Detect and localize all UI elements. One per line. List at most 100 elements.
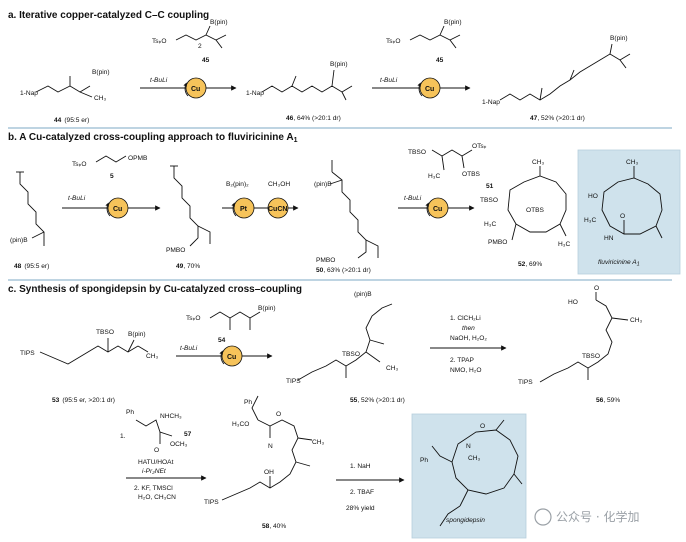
np-spong-o: O	[480, 423, 485, 430]
p-55-tbso: TBSO	[342, 351, 360, 358]
p-56-label: 56	[596, 397, 604, 404]
sm-44-label: 44	[54, 117, 62, 124]
p-52-yield: , 69%	[525, 261, 542, 268]
svg-text:52, 69%: 52, 69%	[518, 261, 542, 268]
section-b-title-text: b. A Cu-catalyzed cross-coupling approac…	[8, 132, 294, 143]
np-spong-ch3: CH₃	[468, 455, 481, 462]
reagent-45-label: 45	[202, 57, 210, 64]
section-b-title-sub: 1	[294, 137, 298, 144]
svg-text:53(95:5 er, >20:1 dr): 53(95:5 er, >20:1 dr)	[52, 397, 115, 404]
arrow-b1: t-BuLi Cu	[62, 195, 161, 219]
compound-52: CH₃ TBSO OTBS H₃C H₃C PMBO 52, 69%	[480, 159, 570, 268]
reagent-54: TsₚO B(pin) 54	[186, 305, 276, 344]
watermark-text: 公众号 · 化学加	[556, 509, 639, 524]
reagent-5: TsₚO OPMB 5	[72, 155, 148, 180]
svg-text:44(95:5 er): 44(95:5 er)	[54, 117, 89, 124]
cp-och3: OCH₃	[170, 441, 188, 448]
reagent-54-tsfo: TsₚO	[186, 315, 201, 322]
np-spong-ph: Ph	[420, 457, 428, 464]
p-52-ch3: CH₃	[532, 159, 545, 166]
reagent-45-second: TsₚO B(pin) 45	[386, 19, 462, 64]
p-46-nap: 1-Nap	[246, 90, 264, 97]
compound-46: 1-Nap B(pin) 46, 64% (>20:1 dr)	[246, 61, 353, 122]
arrow-c1-base: t-BuLi	[180, 345, 198, 352]
arrow-c2-step2: 2. TPAP	[450, 357, 475, 364]
reagent-5-label: 5	[110, 173, 114, 180]
arrow-c2-step1: 1. ClCH₂Li	[450, 315, 481, 322]
np-fluv-hn: HN	[604, 235, 614, 242]
section-a: a. Iterative copper-catalyzed C–C coupli…	[8, 10, 672, 129]
cu-catalyst-a2	[419, 77, 441, 99]
sm-53-ch3: CH₃	[146, 353, 159, 360]
pt-label: Pt	[240, 206, 248, 213]
p-58-tips: TIPS	[204, 499, 219, 506]
p-52-h3c: H₃C	[484, 221, 496, 228]
compound-50: (pin)B PMBO 50, 63% (>20:1 dr)	[314, 160, 379, 274]
cp-label: 57	[184, 431, 192, 438]
p-58-ch3: CH₃	[312, 439, 325, 446]
cp-o: O	[154, 447, 159, 454]
cu-catalyst-b3	[427, 197, 449, 219]
section-b-title: b. A Cu-catalyzed cross-coupling approac…	[8, 132, 298, 144]
cu-label-a1: Cu	[191, 86, 200, 93]
compound-56: HO O TBSO TIPS CH₃ 56, 59%	[518, 285, 643, 404]
p-55-bpin: (pin)B	[354, 291, 372, 298]
svg-text:49, 70%: 49, 70%	[176, 263, 200, 270]
arrow-b1-base: t-BuLi	[68, 195, 86, 202]
cp-step1: 1.	[120, 433, 126, 440]
reagent-51-h3c: H₃C	[428, 173, 440, 180]
sm-48-label: 48	[14, 263, 22, 270]
np-spong-n: N	[466, 443, 471, 450]
reagent-51-label: 51	[486, 183, 494, 190]
sm-48-er: (95:5 er)	[24, 263, 49, 270]
spongidepsin-box: O N CH₃ Ph spongidepsin	[411, 413, 527, 539]
cu-catalyst-b1	[107, 197, 129, 219]
p-52-h3c2: H₃C	[558, 241, 570, 248]
compound-48: (pin)B 48(95:5 er)	[10, 171, 49, 270]
p-56-tips: TIPS	[518, 379, 533, 386]
p-50-bpin: (pin)B	[314, 181, 332, 188]
p-58-label: 58	[262, 523, 270, 530]
reagent-54-bpin: B(pin)	[258, 305, 276, 312]
reagent-45b-tsfo: TsₚO	[386, 38, 401, 45]
arrow-c3-step1: 1. NaH	[350, 463, 371, 470]
p-47-label: 47	[530, 115, 538, 122]
sm-44-ch3: CH₃	[94, 95, 107, 102]
svg-text:46, 64% (>20:1 dr): 46, 64% (>20:1 dr)	[286, 115, 341, 122]
sm-53-bpin: B(pin)	[128, 331, 146, 338]
p-55-ch3: CH₃	[386, 365, 399, 372]
reagent-5-tsfo: TsₚO	[72, 161, 87, 168]
np-fluv-h3c: H₃C	[584, 217, 596, 224]
p-50-label: 50	[316, 267, 324, 274]
p-49-pmbo: PMBO	[166, 247, 185, 254]
arrow-b3: t-BuLi Cu	[398, 195, 475, 219]
cu-label-b1: Cu	[113, 206, 122, 213]
reagent-45b-label: 45	[436, 57, 444, 64]
np-fluv-o: O	[620, 213, 625, 220]
section-c-title: c. Synthesis of spongidepsin by Cu-catal…	[8, 284, 302, 295]
p-47-nap: 1-Nap	[482, 99, 500, 106]
arrow-c3-yield: 28% yield	[346, 505, 375, 512]
cu-label-b3: Cu	[433, 206, 442, 213]
reagent-45-sub: 2	[198, 43, 202, 50]
p-47-bpin: B(pin)	[610, 35, 628, 42]
cp-ph: Ph	[126, 409, 134, 416]
arrow-a1: t-BuLi Cu	[140, 77, 237, 99]
p-46-label: 46	[286, 115, 294, 122]
arrow-c2: 1. ClCH₂Li then NaOH, H₂O₂ 2. TPAP NMO, …	[430, 315, 507, 374]
p-52-pmbo: PMBO	[488, 239, 507, 246]
sm-44-er: (95:5 er)	[64, 117, 89, 124]
sm-44-nap: 1-Nap	[20, 90, 38, 97]
p-52-tbso: TBSO	[480, 197, 498, 204]
arrow-a1-base: t-BuLi	[150, 77, 168, 84]
compound-44: 1-Nap B(pin) CH₃ 44(95:5 er)	[20, 69, 110, 124]
arrow-a2-base: t-BuLi	[380, 77, 398, 84]
p-52-otbs: OTBS	[526, 207, 545, 214]
p-47-yield: , 52% (>20:1 dr)	[537, 115, 584, 122]
cu-label-c1: Cu	[227, 354, 236, 361]
sm-44-bpin: B(pin)	[92, 69, 110, 76]
np-fluv-ch3: CH₃	[626, 159, 639, 166]
np-fluv-ho: HO	[588, 193, 598, 200]
sm-53-tips: TIPS	[20, 350, 35, 357]
arrow-c2-step1b: NaOH, H₂O₂	[450, 335, 487, 342]
